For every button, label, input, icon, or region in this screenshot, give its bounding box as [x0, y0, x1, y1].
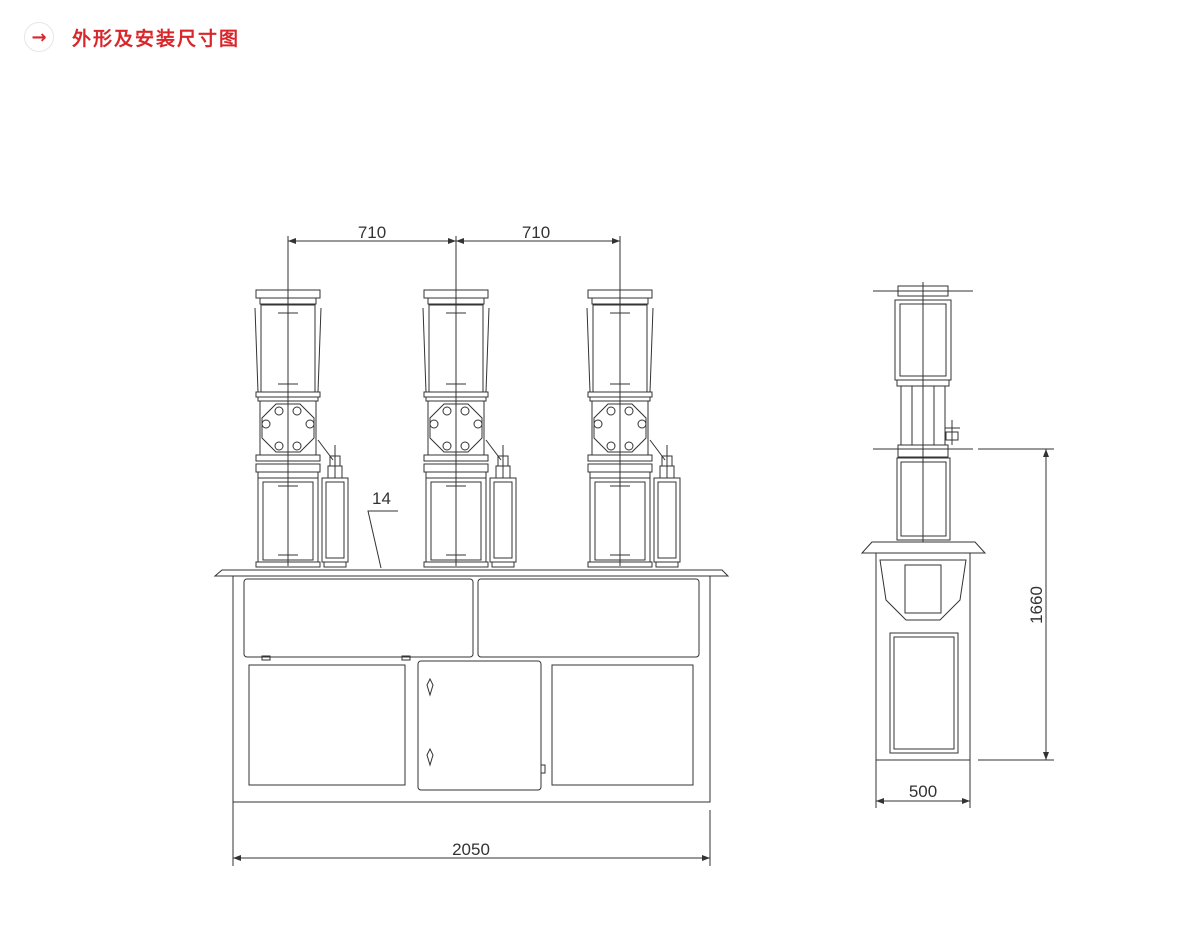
section-header: → 外形及安装尺寸图 [24, 22, 240, 52]
dim-pole-spacing-right: 710 [522, 223, 550, 242]
pole-left [254, 235, 349, 568]
side-view: 500 1660 [860, 282, 1054, 808]
section-title: 外形及安装尺寸图 [72, 27, 241, 50]
cabinet-body [232, 575, 711, 803]
lower-panel-left [248, 664, 406, 786]
arrow-right-icon: → [24, 22, 54, 52]
cabinet-top-plate [213, 569, 730, 577]
dim-pole-spacing-left: 710 [358, 223, 386, 242]
upper-panel-left [243, 578, 474, 658]
lower-panel-right [551, 664, 694, 786]
pole-center [422, 235, 517, 568]
dim-height: 1660 [1027, 586, 1046, 624]
cabinet-door [417, 660, 542, 791]
front-view: 14 710 710 2050 [213, 223, 730, 866]
door-handle-icon [426, 677, 434, 767]
upper-panel-right [477, 578, 700, 658]
dim-total-width: 2050 [452, 840, 490, 859]
pole-right [586, 235, 681, 568]
dim-label-14: 14 [372, 489, 391, 508]
dim-depth: 500 [909, 782, 937, 801]
